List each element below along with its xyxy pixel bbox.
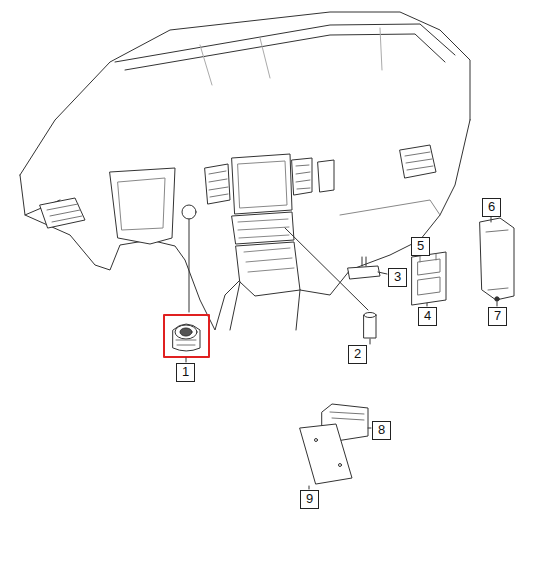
callout-number: 6 <box>482 198 501 217</box>
callout-number: 8 <box>372 421 391 440</box>
callout-number: 4 <box>418 307 437 326</box>
callout-number: 1 <box>176 363 195 382</box>
callout-number: 5 <box>411 237 430 256</box>
callout-number: 7 <box>488 307 507 326</box>
callout-number: 3 <box>388 268 407 287</box>
callout-number: 9 <box>300 490 319 509</box>
callout-number: 2 <box>348 345 367 364</box>
